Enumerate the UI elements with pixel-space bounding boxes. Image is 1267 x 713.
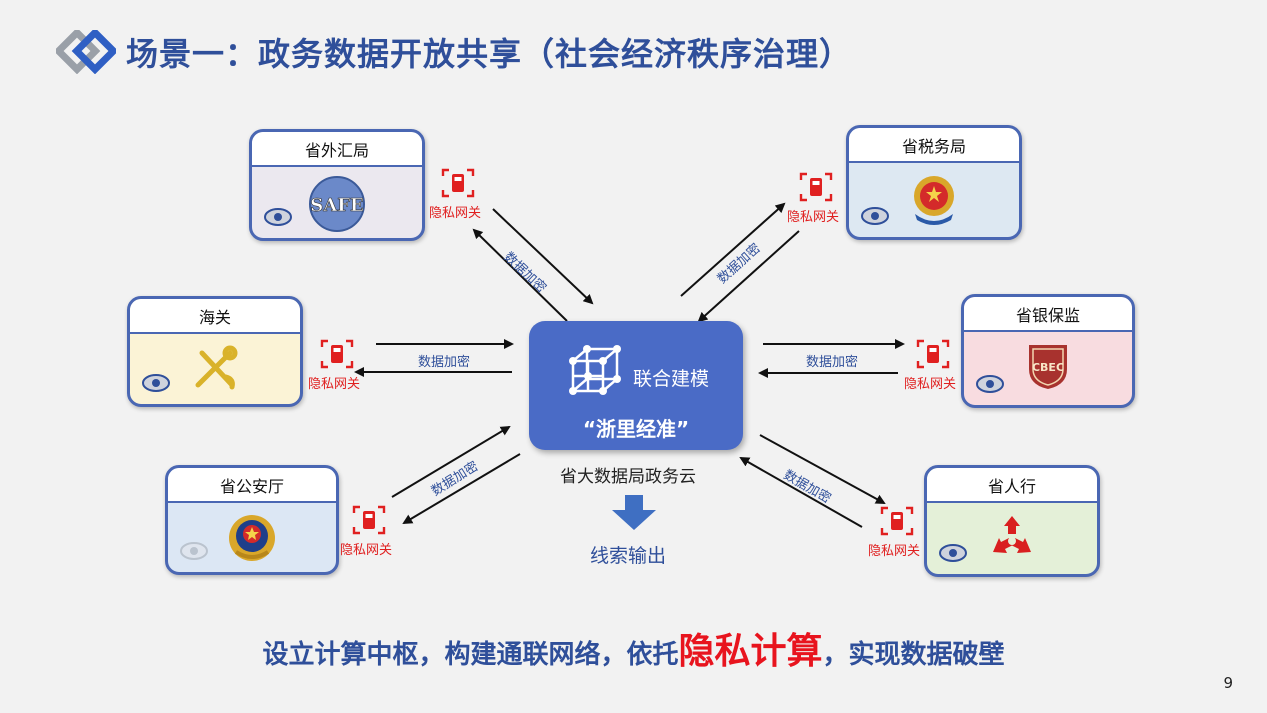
safe-logo-text: SAFE (310, 195, 363, 216)
gateway-cbirc: 隐私网关 (898, 339, 968, 392)
output-label: 线索输出 (590, 545, 667, 567)
cbirc-emblem-icon: CBEC (1025, 341, 1071, 395)
eye-icon (939, 544, 967, 566)
gateway-police: 隐私网关 (334, 505, 404, 558)
eye-icon (264, 208, 292, 230)
center-hub: 联合建模 “浙里经准” (529, 321, 743, 450)
page-number: 9 (1223, 674, 1233, 692)
eye-icon (180, 542, 208, 564)
encrypt-label-cbirc: 数据加密 (806, 355, 859, 370)
slogan-highlight: 隐私计算 (678, 631, 823, 672)
eye-icon (861, 207, 889, 229)
node-title: 省银保监 (964, 297, 1132, 332)
gateway-icon (916, 339, 950, 369)
encrypt-label-customs: 数据加密 (418, 355, 471, 370)
gateway-pboc: 隐私网关 (862, 506, 932, 559)
node-title: 海关 (130, 299, 300, 334)
safe-logo-icon: SAFE (307, 174, 367, 238)
node-pboc: 省人行 (924, 465, 1100, 577)
node-police: 省公安厅 (165, 465, 339, 575)
center-caption: 省大数据局政务云 (560, 467, 696, 487)
cube-network-icon (567, 345, 625, 405)
node-tax: 省税务局 (846, 125, 1022, 240)
center-quote: “浙里经准” (582, 417, 690, 441)
node-title: 省外汇局 (252, 132, 422, 167)
diamond-logo-icon (53, 27, 119, 75)
slogan-part1: 设立计算中枢，构建通联网络，依托 (262, 640, 679, 670)
node-cbirc: 省银保监 CBEC (961, 294, 1135, 408)
slogan-part2: ，实现数据破壁 (822, 640, 1005, 670)
output-arrow (612, 495, 656, 530)
gateway-icon (880, 506, 914, 536)
pboc-emblem-icon (987, 512, 1037, 566)
gateway-icon (441, 168, 475, 198)
bottom-slogan: 设立计算中枢，构建通联网络，依托隐私计算，实现数据破壁 (0, 622, 1267, 674)
gateway-customs: 隐私网关 (302, 339, 372, 392)
gateway-icon (320, 339, 354, 369)
gateway-icon (799, 172, 833, 202)
gateway-icon (352, 505, 386, 535)
node-title: 省税务局 (849, 128, 1019, 163)
page-title: 场景一：政务数据开放共享（社会经济秩序治理） (126, 35, 853, 73)
eye-icon (976, 375, 1004, 397)
cbirc-logo-text: CBEC (1032, 361, 1064, 374)
node-title: 省公安厅 (168, 468, 336, 503)
police-emblem-icon (226, 512, 278, 568)
slide-title-row: 场景一：政务数据开放共享（社会经济秩序治理） (53, 27, 853, 76)
node-safe: 省外汇局 SAFE (249, 129, 425, 241)
node-customs: 海关 (127, 296, 303, 407)
eye-icon (142, 374, 170, 396)
node-title: 省人行 (927, 468, 1097, 503)
gateway-safe: 隐私网关 (423, 168, 493, 221)
center-label: 联合建模 (633, 368, 710, 390)
gateway-tax: 隐私网关 (781, 172, 851, 225)
tax-emblem-icon (907, 172, 961, 232)
customs-emblem-icon (188, 345, 242, 399)
